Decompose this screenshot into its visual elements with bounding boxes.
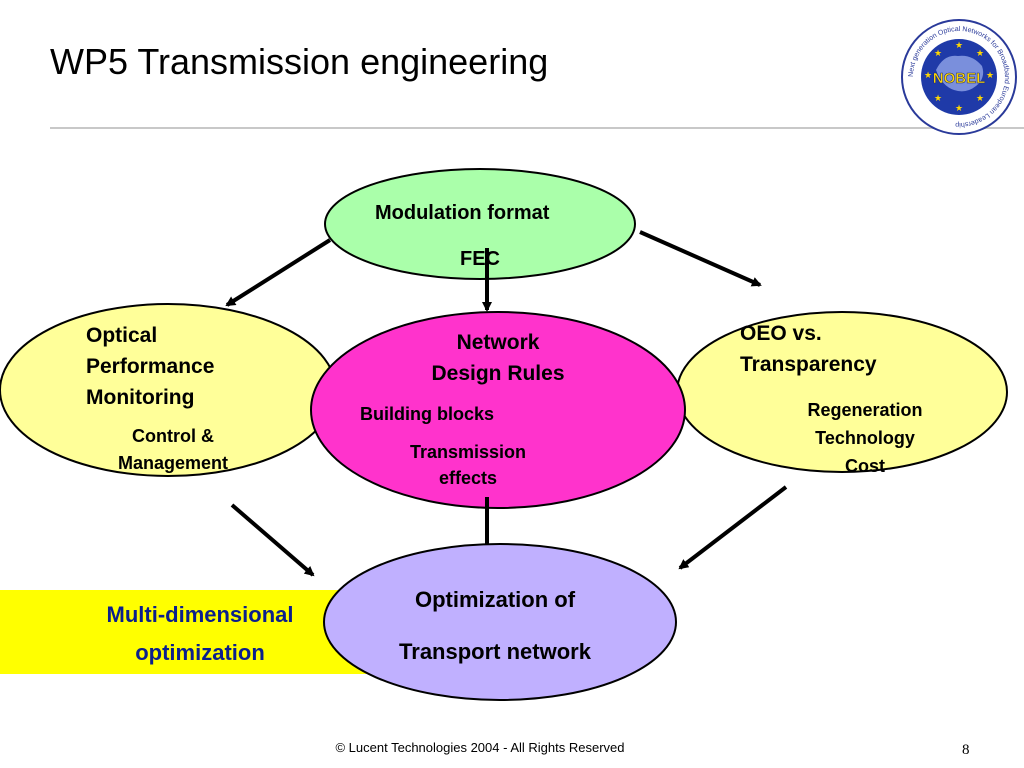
node-center-ellipse	[310, 311, 686, 509]
top-node-line-1: Modulation format	[375, 202, 550, 224]
nobel-logo: ★ ★ ★ ★ ★ ★ ★ ★ NOBEL Next generation Op…	[901, 19, 1017, 135]
page-title: WP5 Transmission engineering	[50, 41, 549, 82]
title-divider	[50, 127, 1024, 129]
bottom-node-label: Optimization of Transport network	[399, 587, 591, 664]
node-bottom-ellipse	[323, 543, 677, 701]
svg-text:★: ★	[986, 70, 994, 80]
multi-line-2: optimization	[135, 640, 265, 665]
arrow-top-to-right	[639, 230, 762, 287]
diagram	[0, 168, 1008, 577]
node-top-ellipse	[324, 168, 636, 280]
svg-text:★: ★	[934, 93, 942, 103]
right-node-subtitle: Regeneration Technology Cost	[807, 400, 923, 476]
svg-text:★: ★	[934, 48, 942, 58]
right-node-title: OEO vs. Transparency	[740, 322, 877, 376]
center-node-sub2: Transmission effects	[409, 442, 527, 488]
svg-text:★: ★	[976, 93, 984, 103]
multi-line-1: Multi-dimensional	[106, 602, 294, 627]
arrow-top-to-left	[225, 238, 332, 307]
svg-text:★: ★	[924, 70, 932, 80]
top-node-line-2: FEC	[460, 248, 500, 270]
arrow-left-to-bottom	[230, 503, 315, 577]
multi-dimensional-box	[0, 590, 370, 674]
center-node-sub1: Building blocks	[360, 404, 495, 424]
multi-dimensional-label: Multi-dimensional optimization	[55, 596, 345, 672]
footer-copyright: © Lucent Technologies 2004 - All Rights …	[335, 740, 625, 755]
page-number: 8	[962, 742, 970, 758]
svg-text:★: ★	[955, 40, 963, 50]
arrow-right-to-bottom	[678, 485, 788, 570]
center-node-title: Network Design Rules	[431, 331, 565, 385]
bottom-node-layer	[323, 543, 677, 701]
logo-word: NOBEL	[933, 70, 986, 87]
svg-text:★: ★	[976, 48, 984, 58]
left-node-subtitle: Control & Management	[117, 426, 229, 473]
svg-text:★: ★	[955, 103, 963, 113]
left-node-title: Optical Performance Monitoring	[86, 324, 215, 409]
